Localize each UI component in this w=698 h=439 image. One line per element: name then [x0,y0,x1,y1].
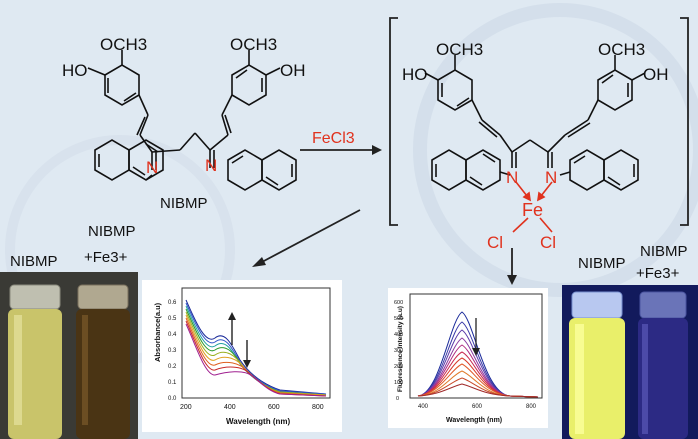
fluorescence-ytick: 500 [394,316,403,322]
vial-nibmp-yellow [8,284,62,439]
reactant-oh-label: OH [280,61,306,80]
complex-chloride-right: Cl [540,233,556,252]
complex-iron-label: Fe [522,200,543,220]
reaction-arrow [300,145,382,155]
absorbance-xtick: 200 [180,404,192,411]
absorbance-xtick: 800 [312,404,324,411]
fluorescence-ytick: 0 [396,396,399,402]
reactant-methoxy-right: OCH3 [230,35,277,54]
left-vial-label-nibmp: NIBMP [10,253,58,270]
absorbance-ytick: 0.5 [168,316,177,322]
fluorescence-curves [417,311,539,398]
complex-imine-n-right: N [545,168,557,187]
reactant-imine-n-left: N [146,158,158,177]
absorbance-panel [142,280,342,432]
fluorescence-ytick: 400 [394,332,403,338]
right-vial-label-fe-line1: NIBMP [640,243,688,260]
complex-methoxy-left: OCH3 [436,40,483,59]
complex-ho-label: HO [402,65,428,84]
reactant-imine-n-right: N [205,156,217,175]
absorbance-ytick: 0.0 [168,396,177,402]
complex-imine-n-left: N [506,168,518,187]
absorbance-ytick: 0.3 [168,348,177,354]
fluorescence-xtick: 600 [472,404,483,410]
absorbance-ytick: 0.2 [168,364,177,370]
fluorescence-xtick: 800 [526,404,537,410]
vial-nibmp-fe-dark [76,284,130,439]
left-vial-label-fe-line1: NIBMP [88,223,136,240]
absorbance-axes [181,287,331,399]
vial-nibmp-fluorescent [569,291,625,439]
absorbance-ytick: 0.4 [168,332,177,338]
right-vial-label-fe-line2: +Fe3+ [636,265,680,282]
vial-nibmp-fe-quenched [638,291,688,439]
reactant-name-label: NIBMP [160,195,208,212]
right-vial-label-nibmp: NIBMP [578,255,626,272]
complex-structure [424,55,646,191]
left-vial-label-fe-line2: +Fe3+ [84,249,128,266]
fluorescence-ylabel: Fluorescence Intensity (a.u) [397,306,404,392]
fluorescence-ytick: 100 [394,380,403,386]
arrow-to-fluorescence [507,248,517,285]
reactant-ho-label: HO [62,61,88,80]
fluorescence-xlabel: Wavelength (nm) [446,417,502,424]
absorbance-trend-arrows [228,312,251,368]
complex-methoxy-right: OCH3 [598,40,645,59]
fluorescence-axes [409,293,543,399]
reactant-methoxy-left: OCH3 [100,35,147,54]
coordination-arrows [512,181,553,233]
absorbance-xtick: 400 [224,404,236,411]
fluorescence-ytick: 300 [394,348,403,354]
reagent-label: FeCl3 [312,130,355,147]
absorbance-xtick: 600 [268,404,280,411]
fluorescence-ytick: 200 [394,364,403,370]
absorbance-ylabel: Absorbance(a.u) [153,302,162,362]
absorbance-xlabel: Wavelength (nm) [226,417,290,426]
absorbance-curves [185,299,327,397]
fluorescence-trend-arrow [472,318,480,356]
complex-oh-label: OH [643,65,669,84]
arrow-to-absorbance [252,209,361,267]
absorbance-ytick: 0.6 [168,300,177,306]
fluorescence-xtick: 400 [418,404,429,410]
reactant-structure [87,50,297,191]
complex-chloride-left: Cl [487,233,503,252]
fluorescence-ytick: 600 [394,300,403,306]
complex-bracket [389,17,689,226]
absorbance-ytick: 0.1 [168,380,177,386]
